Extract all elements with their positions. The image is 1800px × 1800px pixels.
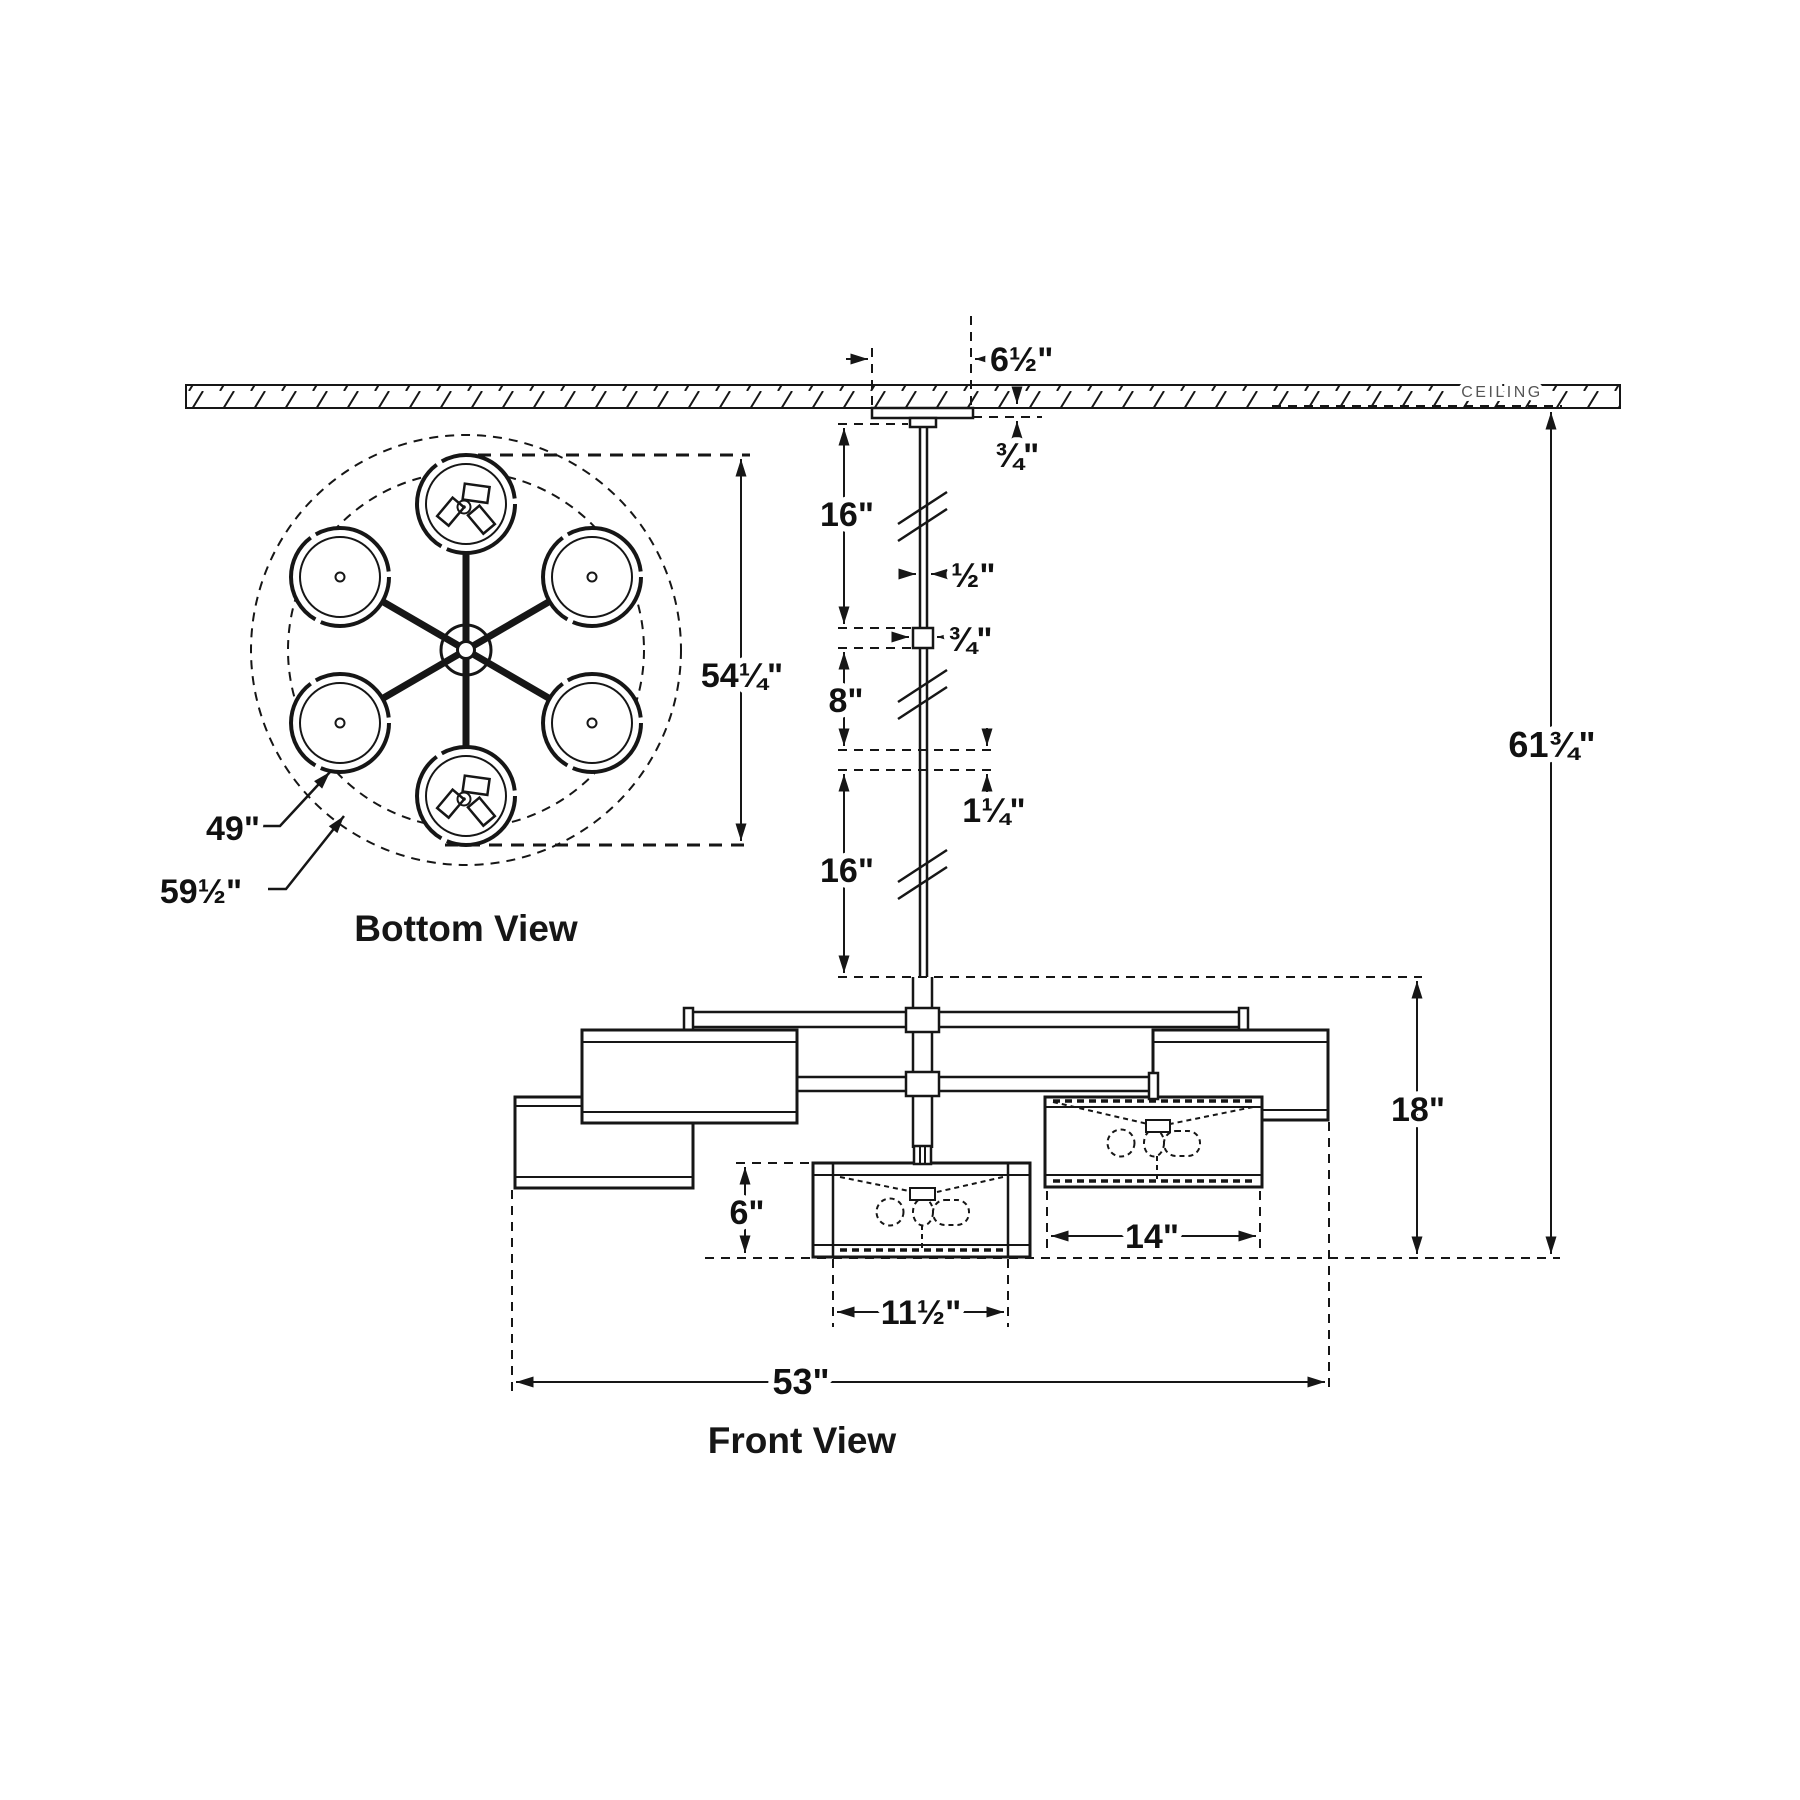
shade-center: [811, 1144, 1032, 1259]
stem-nipple: [912, 1144, 933, 1166]
canopy-hub: [908, 416, 938, 429]
dim-ceiling-to-bottom: 61¾": [1508, 724, 1595, 765]
arm-end-cap-right: [1237, 1006, 1250, 1034]
bottom-shade-upper-right: [541, 526, 643, 628]
bottom-view: 54¼" 49" 59½" Bottom View: [154, 434, 789, 954]
ceiling-label: CEILING: [1461, 384, 1543, 401]
stem-coupler: [911, 626, 935, 650]
dim-bottom-view-span: 54¼": [701, 657, 783, 695]
dim-overall-width: 53": [772, 1361, 829, 1402]
arm-end-cap-left: [682, 1006, 695, 1033]
dim-shade-height: 6": [729, 1194, 764, 1232]
dim-shade-diameter: 14": [1125, 1218, 1179, 1256]
arm-hub-lower: [904, 1070, 941, 1098]
dim-stem-mid: 8": [828, 682, 863, 720]
shade-back-left: [580, 1028, 799, 1125]
front-view-dimensions: 6½" ¾" 16" ½" ¾" 8" 1¼" 16": [511, 316, 1602, 1466]
socket-hub: [909, 1187, 936, 1201]
bottom-shade-bottom: [415, 745, 517, 847]
overall-diameter-circle: [250, 434, 682, 866]
dim-stem-diameter: ½": [951, 557, 995, 595]
socket-assembly-dashed: [839, 1176, 1004, 1248]
ceiling: CEILING: [185, 380, 1621, 409]
front-view-label: Front View: [708, 1420, 897, 1461]
shade-circle-leader: [262, 771, 331, 828]
dim-body-height: 18": [1391, 1091, 1445, 1129]
dim-connector: 1¼": [962, 792, 1025, 830]
shade-hanger: [1147, 1071, 1160, 1101]
stem: [897, 427, 948, 1148]
front-view: [513, 406, 1330, 1259]
dim-coupler: ¾": [948, 621, 992, 659]
canopy-plate: [870, 406, 975, 420]
ceiling-hatch: [186, 385, 1620, 408]
socket-hub: [1145, 1119, 1171, 1133]
bottom-view-label: Bottom View: [354, 908, 578, 949]
bottom-shade-upper-left: [289, 526, 391, 628]
bottom-shade-top: [415, 453, 517, 555]
arm-hub-upper: [904, 1006, 941, 1034]
dim-overall-diameter: 59½": [160, 873, 242, 911]
socket-assembly-dashed: [1052, 1101, 1254, 1180]
overall-diameter-leader: [268, 815, 345, 891]
bottom-view-hub-center: [456, 640, 476, 660]
bottom-shade-lower-right: [541, 672, 643, 774]
dim-shade-inner-diameter: 11½": [881, 1294, 961, 1332]
dim-canopy-thickness: ¾": [995, 437, 1039, 475]
stem-break-marks: [897, 490, 948, 901]
dim-shade-center-circle: 49": [206, 810, 260, 848]
bottom-shade-lower-left: [289, 672, 391, 774]
arms: [608, 1006, 1250, 1098]
dim-stem-upper: 16": [820, 496, 874, 534]
shade-front-right: [1043, 1071, 1264, 1189]
dim-stem-lower: 16": [820, 852, 874, 890]
bottom-view-hub: [439, 623, 493, 677]
bottom-view-arms: [378, 551, 554, 749]
dim-canopy-width: 6½": [990, 341, 1053, 379]
